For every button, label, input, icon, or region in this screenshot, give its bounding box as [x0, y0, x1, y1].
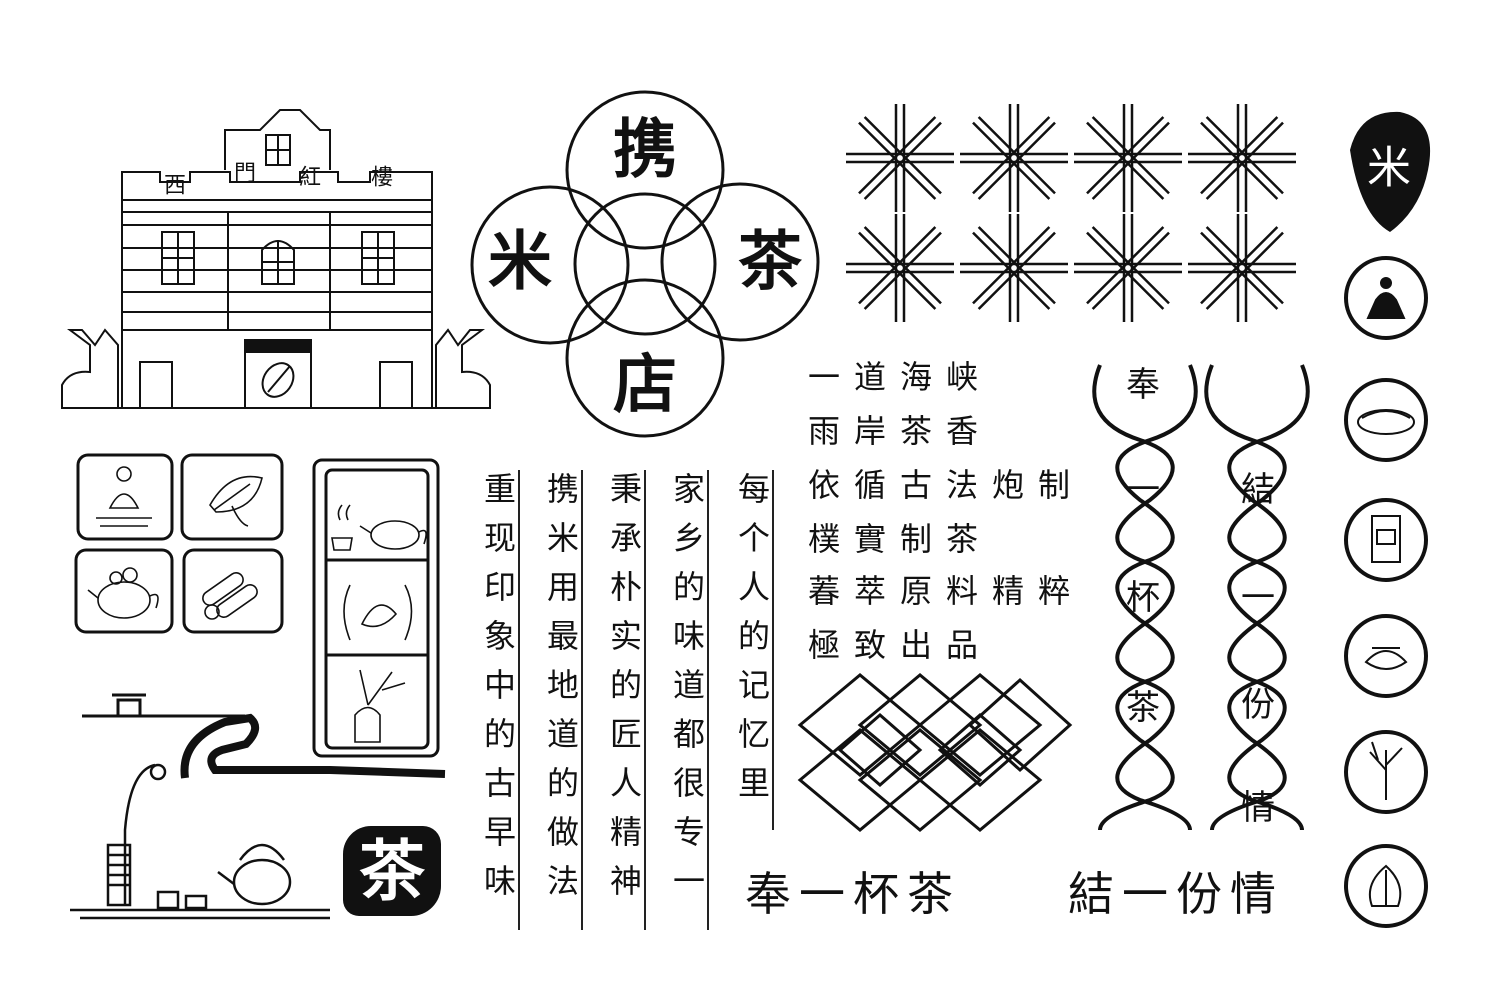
- building-sign-char: 門: [234, 162, 256, 187]
- poem-line: 依循古法炮制: [808, 466, 1085, 504]
- cha-seal-char: 茶: [359, 832, 425, 910]
- wave-char-right: 一: [1241, 578, 1275, 618]
- tea-tin-round-icon: [1344, 498, 1428, 582]
- mi-badge: [1350, 111, 1431, 232]
- wave-char-right: 情: [1241, 788, 1275, 828]
- column-divider: [644, 470, 646, 930]
- mi-badge-char: 米: [1367, 143, 1411, 194]
- poem-line: 一道海峡: [808, 358, 993, 396]
- slogan-right: 結一份情: [1068, 867, 1284, 921]
- poem-line: 極致出品: [808, 626, 993, 664]
- wave-char-left: 一: [1126, 470, 1160, 510]
- asterisk-motif: [960, 104, 1068, 212]
- wave-char-left: 茶: [1126, 688, 1160, 728]
- slogan-left: 奉一杯茶: [745, 867, 961, 921]
- column-divider: [707, 470, 709, 930]
- logo-char-left: 米: [488, 225, 552, 300]
- meditation-round-icon: [1344, 256, 1428, 340]
- wave-char-left: 奉: [1126, 365, 1160, 405]
- asterisk-motif: [960, 214, 1068, 322]
- column-divider: [772, 470, 774, 830]
- column-divider: [581, 470, 583, 930]
- asterisk-motif: [846, 214, 954, 322]
- logo-char-top: 携: [613, 113, 677, 188]
- poem-line: 萶萃原料精粹: [808, 572, 1085, 610]
- wave-char-right: 份: [1241, 685, 1275, 725]
- building-sign-char: 紅: [299, 166, 321, 191]
- poem-line: 樸實制茶: [808, 520, 993, 558]
- poem-line: 雨岸茶香: [808, 412, 993, 450]
- building-sign-char: 西: [164, 174, 186, 199]
- asterisk-motif: [1188, 104, 1296, 212]
- tea-tree-round-icon: [1344, 730, 1428, 814]
- cha-seal-stamp: 茶: [343, 826, 441, 916]
- cinnamon-tile: [182, 548, 284, 634]
- leaf-tile: [180, 453, 284, 541]
- vertical-text-column: 携米用最地道的做法: [542, 472, 580, 913]
- tea-leaf-round-icon: [1344, 844, 1428, 928]
- vertical-text-column: 家乡的味道都很专一: [668, 472, 706, 913]
- vertical-text-column: 重现印象中的古早味: [479, 472, 517, 913]
- building-sign-char: 樓: [371, 166, 393, 191]
- column-divider: [518, 470, 520, 930]
- asterisk-motif: [1188, 214, 1296, 322]
- meditation-tile: [76, 453, 174, 541]
- logo-char-right: 茶: [738, 225, 803, 300]
- vertical-text-column: 秉承朴实的匠人精神: [605, 472, 643, 913]
- rice-bowl-round-icon: [1344, 378, 1428, 462]
- asterisk-motif: [846, 104, 954, 212]
- asterisk-motif: [1074, 104, 1182, 212]
- wave-char-right: 結: [1241, 470, 1275, 510]
- vertical-text-column: 每个人的记忆里: [733, 472, 771, 815]
- teapot-tile: [74, 548, 174, 634]
- asterisk-motif: [1074, 214, 1182, 322]
- wave-char-left: 杯: [1126, 578, 1160, 618]
- flowing-cloud: [180, 713, 446, 779]
- teapot-round-icon: [1344, 614, 1428, 698]
- logo-char-bottom: 店: [613, 348, 677, 423]
